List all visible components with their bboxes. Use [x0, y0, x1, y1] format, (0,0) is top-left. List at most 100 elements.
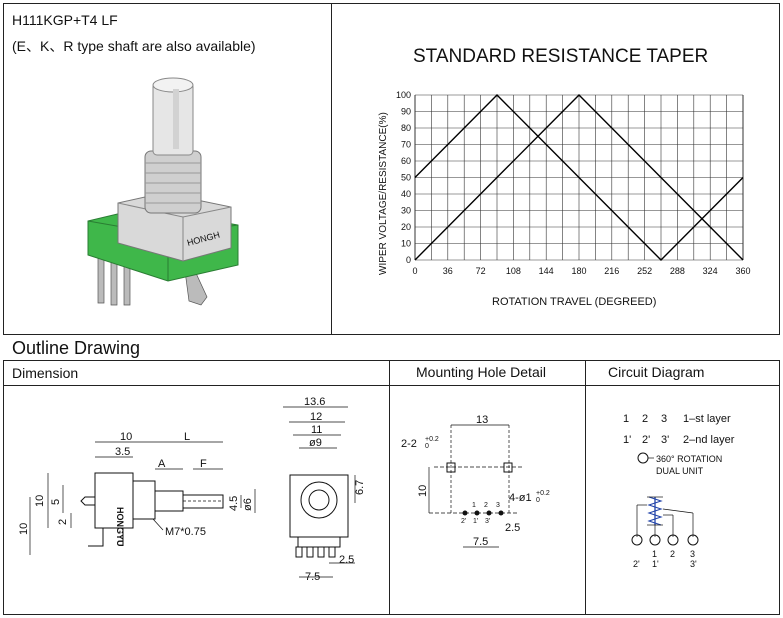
svg-text:3: 3	[690, 549, 695, 559]
chart-xtick: 324	[703, 266, 718, 276]
dim-4-5: 4.5	[228, 496, 240, 511]
dim-11: 11	[311, 424, 322, 436]
svg-text:2: 2	[484, 502, 488, 509]
circuit-pin-2	[667, 534, 679, 546]
chart-xlabel: ROTATION TRAVEL (DEGREED)	[492, 296, 657, 308]
dim-10-top: 10	[120, 431, 132, 443]
chart-ytick: 0	[406, 255, 411, 265]
thread-spec: M7*0.75	[165, 526, 206, 538]
chart-xtick: 360	[735, 266, 750, 276]
dim-3-5: 3.5	[115, 446, 130, 458]
svg-text:+0.2: +0.2	[425, 436, 439, 443]
dimension-label: Dimension	[12, 365, 79, 381]
mount-pin-4	[498, 510, 504, 516]
chart-ytick: 90	[401, 107, 411, 117]
svg-text:0: 0	[425, 443, 429, 450]
outline-title: Outline Drawing	[12, 338, 141, 358]
svg-text:1: 1	[652, 549, 657, 559]
part-number: H111KGP+T4 LF	[12, 12, 118, 28]
mount-dim-2-5: 2.5	[505, 522, 520, 534]
mount-pin-3	[486, 510, 492, 516]
chart-ytick: 30	[401, 206, 411, 216]
chart-xtick: 108	[506, 266, 521, 276]
chart-ytick: 70	[401, 140, 411, 150]
dim-12: 12	[310, 411, 322, 423]
dim-A: A	[158, 458, 166, 470]
dim-10-left: 10	[18, 523, 30, 535]
side-brand: HONGYU	[115, 507, 125, 547]
chart-ytick: 100	[396, 90, 411, 100]
circuit-layer1: 1–st layer	[683, 413, 731, 425]
dim-7-5: 7.5	[305, 571, 320, 583]
svg-text:2: 2	[642, 413, 648, 425]
chart-title: STANDARD RESISTANCE TAPER	[413, 46, 709, 67]
dim-6-7: 6.7	[354, 480, 366, 495]
circuit-legend-circle	[637, 452, 649, 464]
mount-dim-7-5: 7.5	[473, 536, 488, 548]
svg-text:1: 1	[472, 502, 476, 509]
chart-panel	[331, 3, 780, 335]
circuit-unit: DUAL UNIT	[656, 466, 704, 476]
circuit-label: Circuit Diagram	[608, 364, 705, 380]
mount-slot-right	[503, 462, 513, 473]
circuit-pin-3	[687, 534, 699, 546]
mount-slot-left	[446, 462, 456, 473]
svg-text:0: 0	[536, 497, 540, 504]
circuit-drawing: 1 2 3 1–st layer 1' 2' 3' 2–nd layer 360…	[623, 413, 735, 569]
svg-text:+0.2: +0.2	[536, 490, 550, 497]
chart-ytick: 10	[401, 239, 411, 249]
svg-text:3': 3'	[690, 559, 697, 569]
chart-xtick: 144	[539, 266, 554, 276]
mount-dim-13: 13	[476, 414, 488, 426]
mount-dim-10: 10	[417, 485, 429, 497]
chart-ytick: 60	[401, 156, 411, 166]
chart-xtick: 216	[604, 266, 619, 276]
front-body	[289, 474, 349, 538]
chart-xtick: 36	[443, 266, 453, 276]
shaft-note: (E、K、R type shaft are also available)	[12, 38, 256, 54]
dim-phi6: ø6	[242, 498, 254, 511]
chart-ytick: 80	[401, 123, 411, 133]
mount-hole-right: 4-ø1	[509, 492, 532, 504]
chart-ytick: 40	[401, 189, 411, 199]
svg-text:1': 1'	[623, 434, 631, 446]
dim-13-6: 13.6	[304, 396, 325, 408]
chart-xtick: 180	[571, 266, 586, 276]
svg-text:1': 1'	[652, 559, 659, 569]
side-body	[94, 472, 134, 529]
dim-2: 2	[57, 519, 69, 525]
svg-text:1: 1	[623, 413, 629, 425]
svg-text:2': 2'	[461, 518, 466, 525]
svg-text:2': 2'	[633, 559, 640, 569]
chart-xtick: 288	[670, 266, 685, 276]
chart-ylabel: WIPER VOLTAGE/RESISTANCE(%)	[378, 112, 389, 275]
svg-text:1': 1'	[473, 518, 478, 525]
side-shaft	[182, 494, 224, 509]
dim-2-5: 2.5	[339, 554, 354, 566]
mounting-label: Mounting Hole Detail	[416, 364, 546, 380]
svg-text:3: 3	[661, 413, 667, 425]
side-bushing	[154, 490, 184, 512]
dim-F: F	[200, 458, 207, 470]
chart-series-line-2	[414, 94, 744, 261]
dim-phi9: ø9	[309, 437, 322, 449]
chart-ytick: 20	[401, 222, 411, 232]
svg-text:3: 3	[496, 502, 500, 509]
dim-L: L	[184, 431, 190, 443]
svg-text:3': 3'	[485, 518, 490, 525]
dim-5: 5	[50, 499, 62, 505]
circuit-pin-1	[649, 534, 661, 546]
circuit-pin-left	[631, 534, 643, 546]
mounting-drawing: 13 2-2 +0.2 0 10 1 2 3 2' 1' 3' 4-ø1 +0.…	[401, 414, 550, 548]
circuit-panel	[585, 385, 780, 615]
dim-10-v: 10	[34, 495, 46, 507]
chart-ytick: 50	[401, 173, 411, 183]
circuit-layer2: 2–nd layer	[683, 434, 735, 446]
mount-pin-2	[474, 510, 480, 516]
mount-pin-1	[462, 510, 468, 516]
resistor-symbol	[647, 496, 663, 526]
potentiometer-photo: HONGH	[87, 77, 239, 306]
chart-xtick: 72	[476, 266, 486, 276]
chart-xtick: 252	[637, 266, 652, 276]
